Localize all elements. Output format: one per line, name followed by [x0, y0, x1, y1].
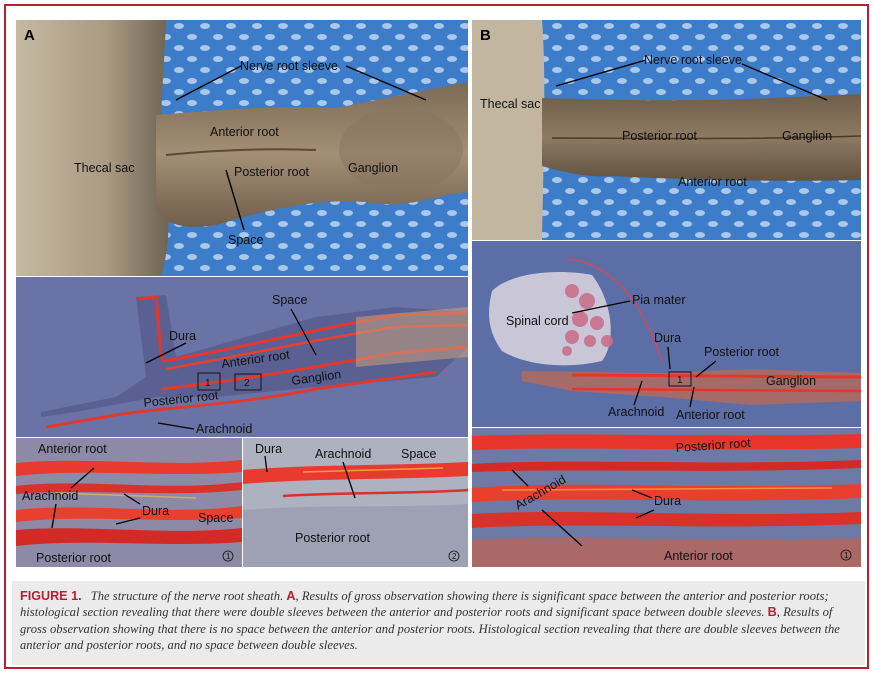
label-ganglion: Ganglion — [290, 367, 342, 388]
label-posterior-root: Posterior root — [622, 129, 698, 143]
label-anterior-root: Anterior root — [210, 125, 279, 139]
label-arachnoid: Arachnoid — [22, 489, 78, 503]
sleeve-pointer-right — [345, 65, 427, 101]
anterior-root-pointer — [689, 386, 695, 408]
box-1 — [197, 372, 221, 391]
figure-label: FIGURE 1. — [20, 589, 82, 603]
label-anterior-root: Anterior root — [678, 175, 747, 189]
index-number: 1 — [226, 552, 231, 561]
box-2 — [234, 373, 262, 391]
arachnoid-pointer-up — [511, 469, 529, 487]
label-pia-mater: Pia mater — [632, 293, 686, 307]
box-1-number: 1 — [677, 375, 683, 386]
label-arachnoid: Arachnoid — [608, 405, 664, 419]
panel-b-detail: Posterior root Arachnoid Dura Anterior r… — [472, 428, 861, 567]
label-anterior-root: Anterior root — [38, 442, 107, 456]
label-posterior-root: Posterior root — [36, 551, 112, 565]
label-dura: Dura — [255, 442, 282, 456]
label-space: Space — [228, 233, 263, 247]
label-arachnoid: Arachnoid — [315, 447, 371, 461]
space-pointer — [290, 308, 317, 356]
label-posterior-root: Posterior root — [234, 165, 310, 179]
label-dura: Dura — [654, 331, 681, 345]
index-number: 1 — [844, 551, 849, 560]
dura-pointer — [264, 455, 268, 473]
index-circle — [222, 550, 234, 562]
label-ganglion: Ganglion — [348, 161, 398, 175]
caption-part-b: , Results of gross observation showing t… — [20, 605, 840, 653]
label-spinal-cord: Spinal cord — [506, 314, 569, 328]
label-posterior-root: Posterior root — [675, 436, 751, 455]
panel-a-detail-2: Dura Arachnoid Space Posterior root 2 — [243, 438, 468, 567]
dura-pointer — [667, 346, 671, 370]
label-thecal-sac: Thecal sac — [74, 161, 134, 175]
panel-a-letter: A — [24, 27, 35, 44]
panel-b-gross: B Nerve root sleeve Thecal sac Posterior… — [472, 20, 861, 240]
label-thecal-sac: Thecal sac — [480, 97, 540, 111]
label-posterior-root: Posterior root — [143, 388, 220, 410]
caption-part-a: , Results of gross observation showing t… — [20, 589, 829, 620]
sleeve-pointer-left — [555, 59, 647, 87]
dura-pointer-down — [115, 517, 141, 525]
dura-pointer — [145, 342, 187, 364]
label-anterior-root: Anterior root — [664, 549, 733, 563]
caption-ref-b: B — [767, 605, 777, 620]
label-dura: Dura — [654, 494, 681, 508]
label-space: Space — [401, 447, 436, 461]
box-1 — [668, 371, 692, 387]
posterior-root-pointer — [695, 360, 717, 378]
label-nerve-root-sleeve: Nerve root sleeve — [240, 59, 338, 73]
arachnoid-pointer — [157, 422, 195, 430]
arachnoid-pointer-down — [51, 503, 57, 529]
index-circle — [840, 549, 852, 561]
space-pointer — [225, 169, 245, 231]
arachnoid-pointer — [342, 461, 356, 499]
index-circle — [448, 550, 460, 562]
panel-a-detail-1: Anterior root Arachnoid Dura Space Poste… — [16, 438, 242, 567]
dura-pointer-up — [123, 493, 141, 505]
label-anterior-root: Anterior root — [676, 408, 745, 422]
arachnoid-pointer-down — [541, 509, 583, 547]
dura-pointer-down — [635, 509, 655, 519]
sleeve-pointer-left — [175, 65, 242, 101]
label-ganglion: Ganglion — [782, 129, 832, 143]
panel-b-histology: Pia mater Spinal cord Dura Posterior roo… — [472, 241, 861, 427]
sleeve-pointer-right — [741, 63, 828, 101]
label-posterior-root: Posterior root — [704, 345, 780, 359]
arachnoid-pointer — [633, 380, 643, 406]
figure-frame: A Nerve root sleeve Anterior root Thecal… — [4, 4, 869, 669]
label-dura: Dura — [169, 329, 196, 343]
box-2-number: 2 — [244, 378, 250, 389]
label-ganglion: Ganglion — [766, 374, 816, 388]
arachnoid-pointer-up — [70, 467, 95, 489]
figure-caption: FIGURE 1. The structure of the nerve roo… — [12, 581, 865, 665]
label-arachnoid: Arachnoid — [196, 422, 252, 436]
caption-ref-a: A — [286, 589, 296, 603]
label-nerve-root-sleeve: Nerve root sleeve — [644, 53, 742, 67]
panel-a-gross: A Nerve root sleeve Anterior root Thecal… — [16, 20, 468, 276]
panel-a-histology: Space Dura Anterior root Ganglion Poster… — [16, 277, 468, 437]
label-space: Space — [272, 293, 307, 307]
panel-b-letter: B — [480, 27, 491, 44]
label-space: Space — [198, 511, 233, 525]
caption-title: The structure of the nerve root sheath. — [90, 589, 284, 603]
dura-pointer-up — [631, 489, 653, 499]
label-dura: Dura — [142, 504, 169, 518]
pia-mater-pointer — [571, 300, 631, 314]
label-anterior-root: Anterior root — [220, 347, 291, 371]
box-1-number: 1 — [205, 378, 211, 389]
label-posterior-root: Posterior root — [295, 531, 371, 545]
index-number: 2 — [452, 552, 457, 561]
